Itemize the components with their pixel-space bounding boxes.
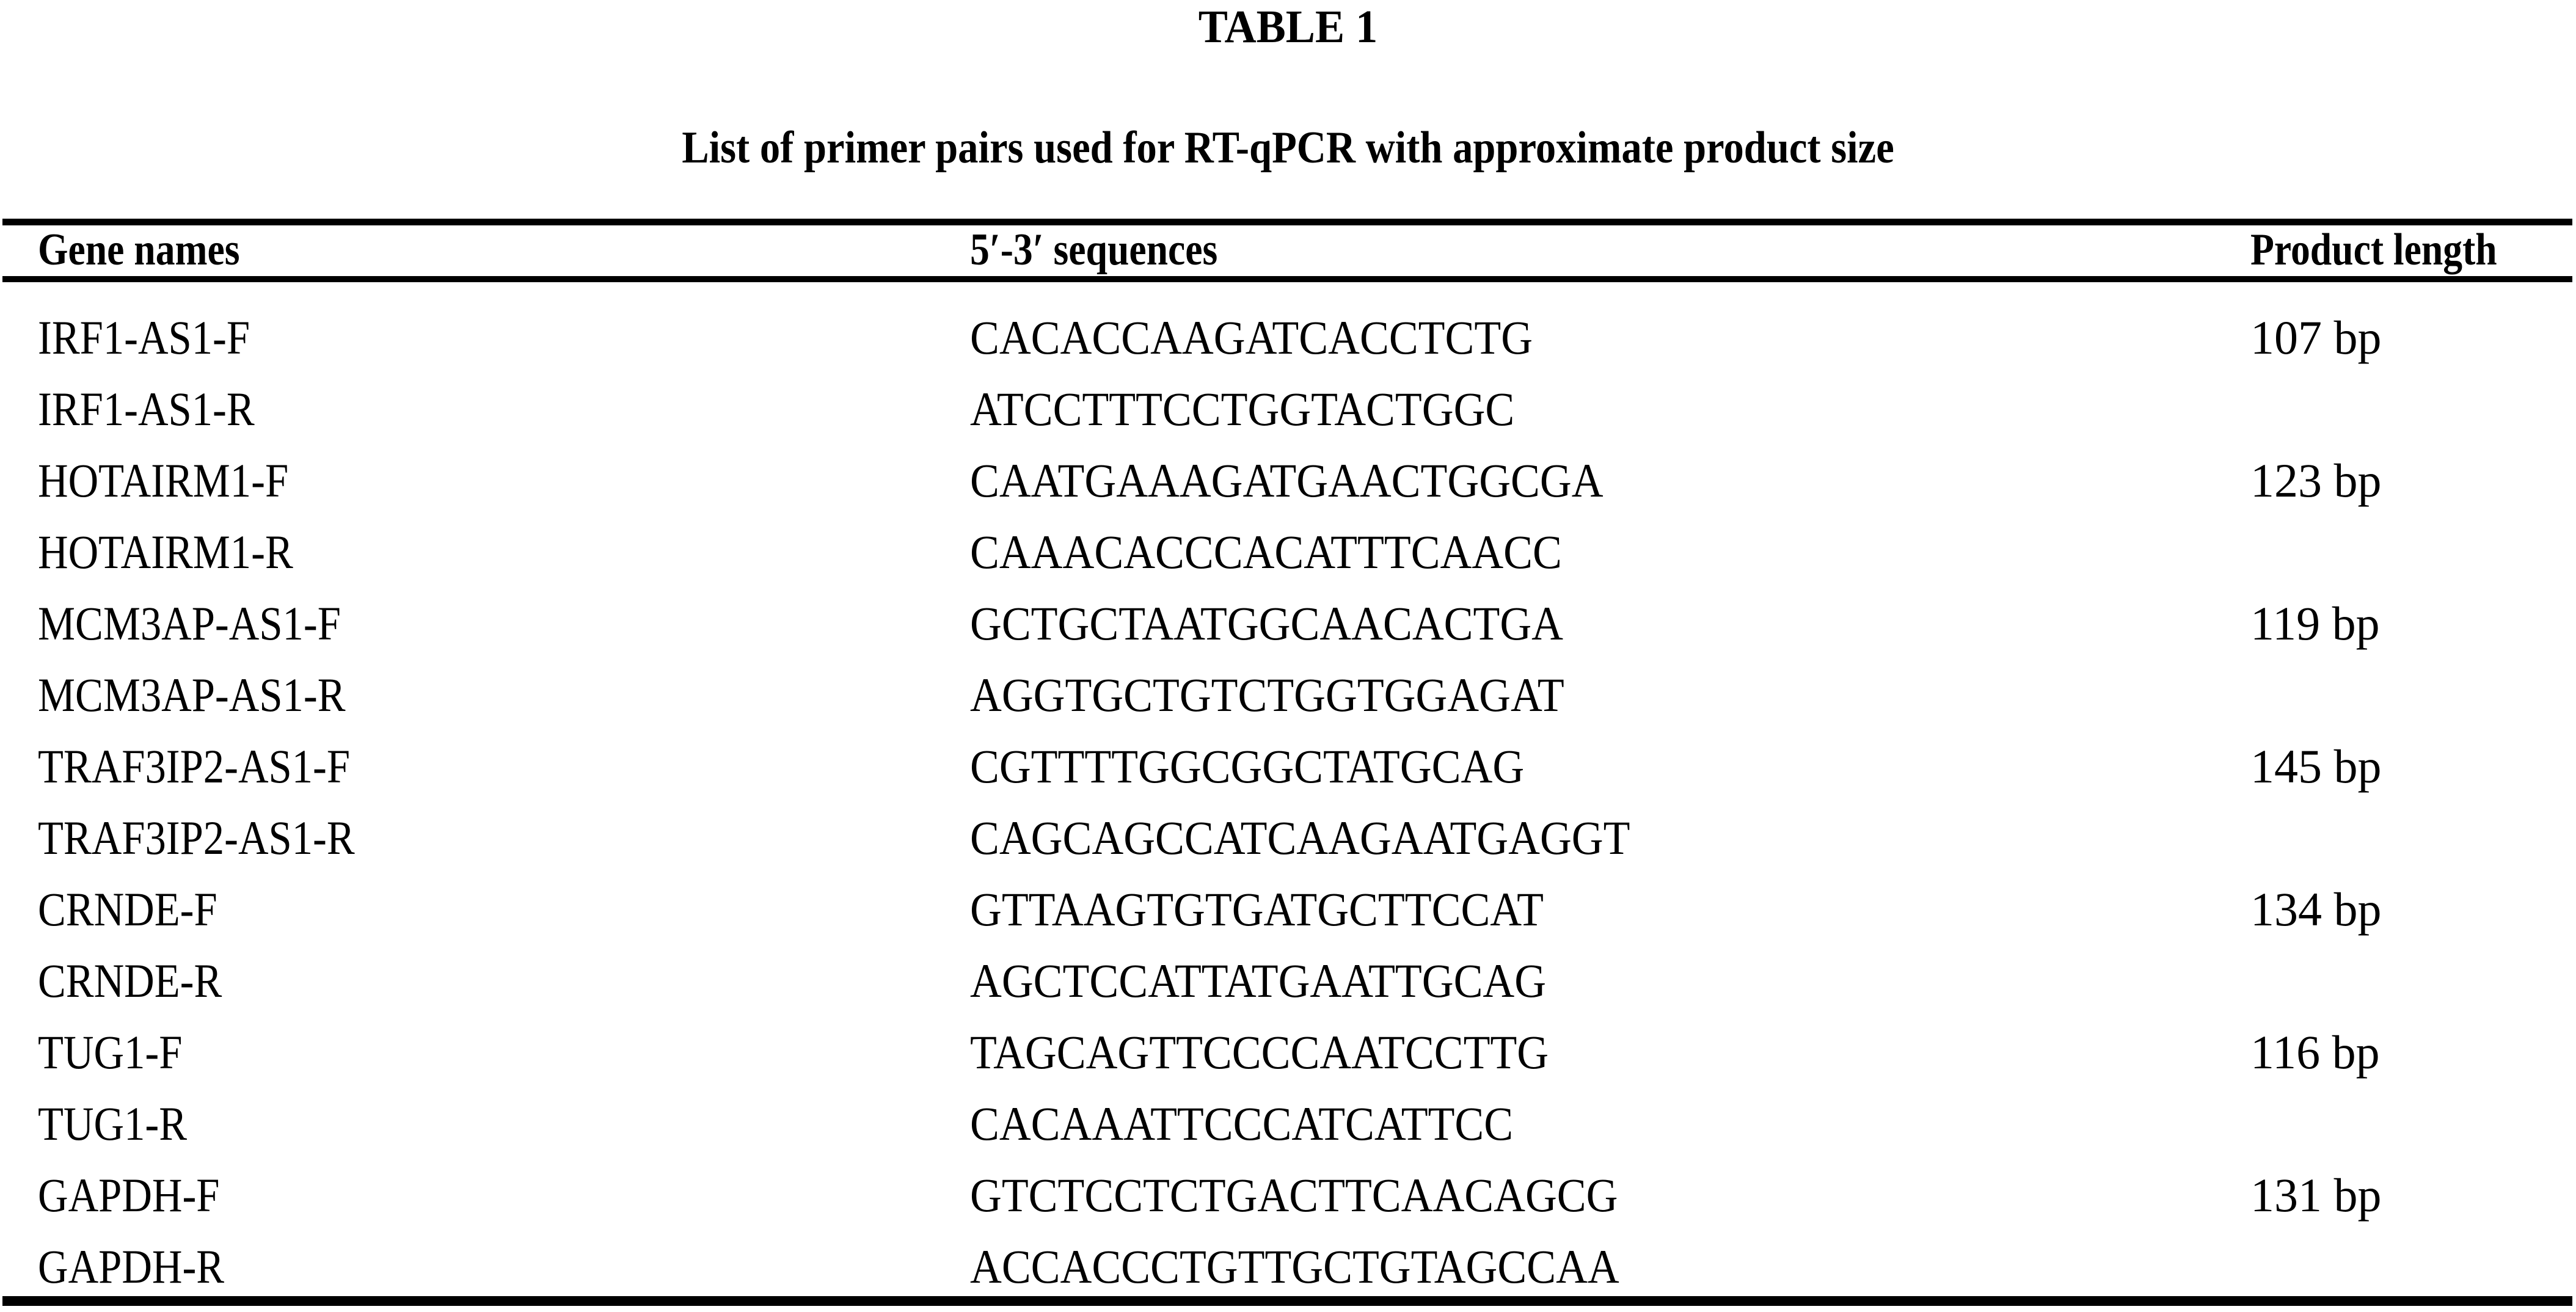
sequence-cell: CACACCAAGATCACCTCTG	[970, 311, 1533, 364]
gene-name-cell: TUG1-R	[38, 1097, 188, 1150]
gene-name-cell: TRAF3IP2-AS1-R	[38, 811, 355, 864]
table-body: IRF1-AS1-F CACACCAAGATCACCTCTG 107 bp IR…	[0, 302, 2576, 1302]
sequence-cell: ATCCTTTCCTGGTACTGGC	[970, 382, 1515, 436]
table-row: HOTAIRM1-F CAATGAAAGATGAACTGGCGA 123 bp	[0, 445, 2576, 516]
gene-name-cell: IRF1-AS1-R	[38, 382, 255, 436]
product-length-cell: 131 bp	[2250, 1168, 2382, 1222]
table-row: TUG1-R CACAAATTCCCATCATTCC	[0, 1088, 2576, 1159]
table-header-row: Gene names 5′-3′ sequences Product lengt…	[0, 224, 2576, 276]
sequence-cell: CAAACACCCACATTTCAACC	[970, 525, 1562, 578]
sequence-cell: TAGCAGTTCCCCAATCCTTG	[970, 1026, 1549, 1079]
gene-name-cell: GAPDH-F	[38, 1168, 220, 1222]
table-row: IRF1-AS1-R ATCCTTTCCTGGTACTGGC	[0, 373, 2576, 445]
table-number-title: TABLE 1	[1198, 1, 1378, 53]
table-row: TUG1-F TAGCAGTTCCCCAATCCTTG 116 bp	[0, 1016, 2576, 1088]
sequence-cell: GTCTCCTCTGACTTCAACAGCG	[970, 1168, 1618, 1222]
gene-name-cell: HOTAIRM1-R	[38, 525, 293, 578]
gene-name-cell: HOTAIRM1-F	[38, 454, 289, 507]
gene-name-cell: CRNDE-F	[38, 883, 217, 936]
product-length-cell: 107 bp	[2250, 311, 2382, 364]
table-row: HOTAIRM1-R CAAACACCCACATTTCAACC	[0, 516, 2576, 588]
gene-name-cell: CRNDE-R	[38, 954, 222, 1007]
gene-name-cell: GAPDH-R	[38, 1240, 225, 1293]
gene-name-cell: MCM3AP-AS1-R	[38, 668, 346, 721]
table-row: TRAF3IP2-AS1-F CGTTTTGGCGGCTATGCAG 145 b…	[0, 731, 2576, 802]
sequence-cell: CAATGAAAGATGAACTGGCGA	[970, 454, 1604, 507]
sequence-cell: ACCACCCTGTTGCTGTAGCCAA	[970, 1240, 1619, 1293]
product-length-cell: 123 bp	[2250, 454, 2382, 507]
product-length-cell: 145 bp	[2250, 740, 2382, 793]
sequence-cell: CGTTTTGGCGGCTATGCAG	[970, 740, 1525, 793]
sequence-cell: CAGCAGCCATCAAGAATGAGGT	[970, 811, 1630, 864]
table-row: CRNDE-R AGCTCCATTATGAATTGCAG	[0, 945, 2576, 1016]
gene-name-cell: TRAF3IP2-AS1-F	[38, 740, 351, 793]
table-bottom-rule	[2, 1296, 2572, 1306]
sequence-cell: CACAAATTCCCATCATTCC	[970, 1097, 1514, 1150]
product-length-cell: 119 bp	[2250, 597, 2380, 650]
gene-name-cell: TUG1-F	[38, 1026, 183, 1079]
table-row: MCM3AP-AS1-R AGGTGCTGTCTGGTGGAGAT	[0, 659, 2576, 731]
table-row: GAPDH-R ACCACCCTGTTGCTGTAGCCAA	[0, 1231, 2576, 1302]
sequence-cell: AGGTGCTGTCTGGTGGAGAT	[970, 668, 1564, 721]
gene-name-cell: MCM3AP-AS1-F	[38, 597, 341, 650]
table-row: IRF1-AS1-F CACACCAAGATCACCTCTG 107 bp	[0, 302, 2576, 373]
table-row: GAPDH-F GTCTCCTCTGACTTCAACAGCG 131 bp	[0, 1159, 2576, 1231]
sequence-cell: AGCTCCATTATGAATTGCAG	[970, 954, 1547, 1007]
table-caption: List of primer pairs used for RT-qPCR wi…	[682, 123, 1894, 173]
table-row: TRAF3IP2-AS1-R CAGCAGCCATCAAGAATGAGGT	[0, 802, 2576, 873]
column-header-sequences: 5′-3′ sequences	[970, 225, 1218, 275]
gene-name-cell: IRF1-AS1-F	[38, 311, 250, 364]
table-header-rule	[2, 276, 2572, 282]
column-header-product-length: Product length	[2250, 225, 2497, 275]
table-row: CRNDE-F GTTAAGTGTGATGCTTCCAT 134 bp	[0, 873, 2576, 945]
table-row: MCM3AP-AS1-F GCTGCTAATGGCAACACTGA 119 bp	[0, 588, 2576, 659]
sequence-cell: GTTAAGTGTGATGCTTCCAT	[970, 883, 1544, 936]
column-header-gene-names: Gene names	[38, 225, 240, 275]
sequence-cell: GCTGCTAATGGCAACACTGA	[970, 597, 1564, 650]
product-length-cell: 134 bp	[2250, 883, 2382, 936]
table-top-rule	[2, 219, 2572, 225]
product-length-cell: 116 bp	[2250, 1026, 2380, 1079]
